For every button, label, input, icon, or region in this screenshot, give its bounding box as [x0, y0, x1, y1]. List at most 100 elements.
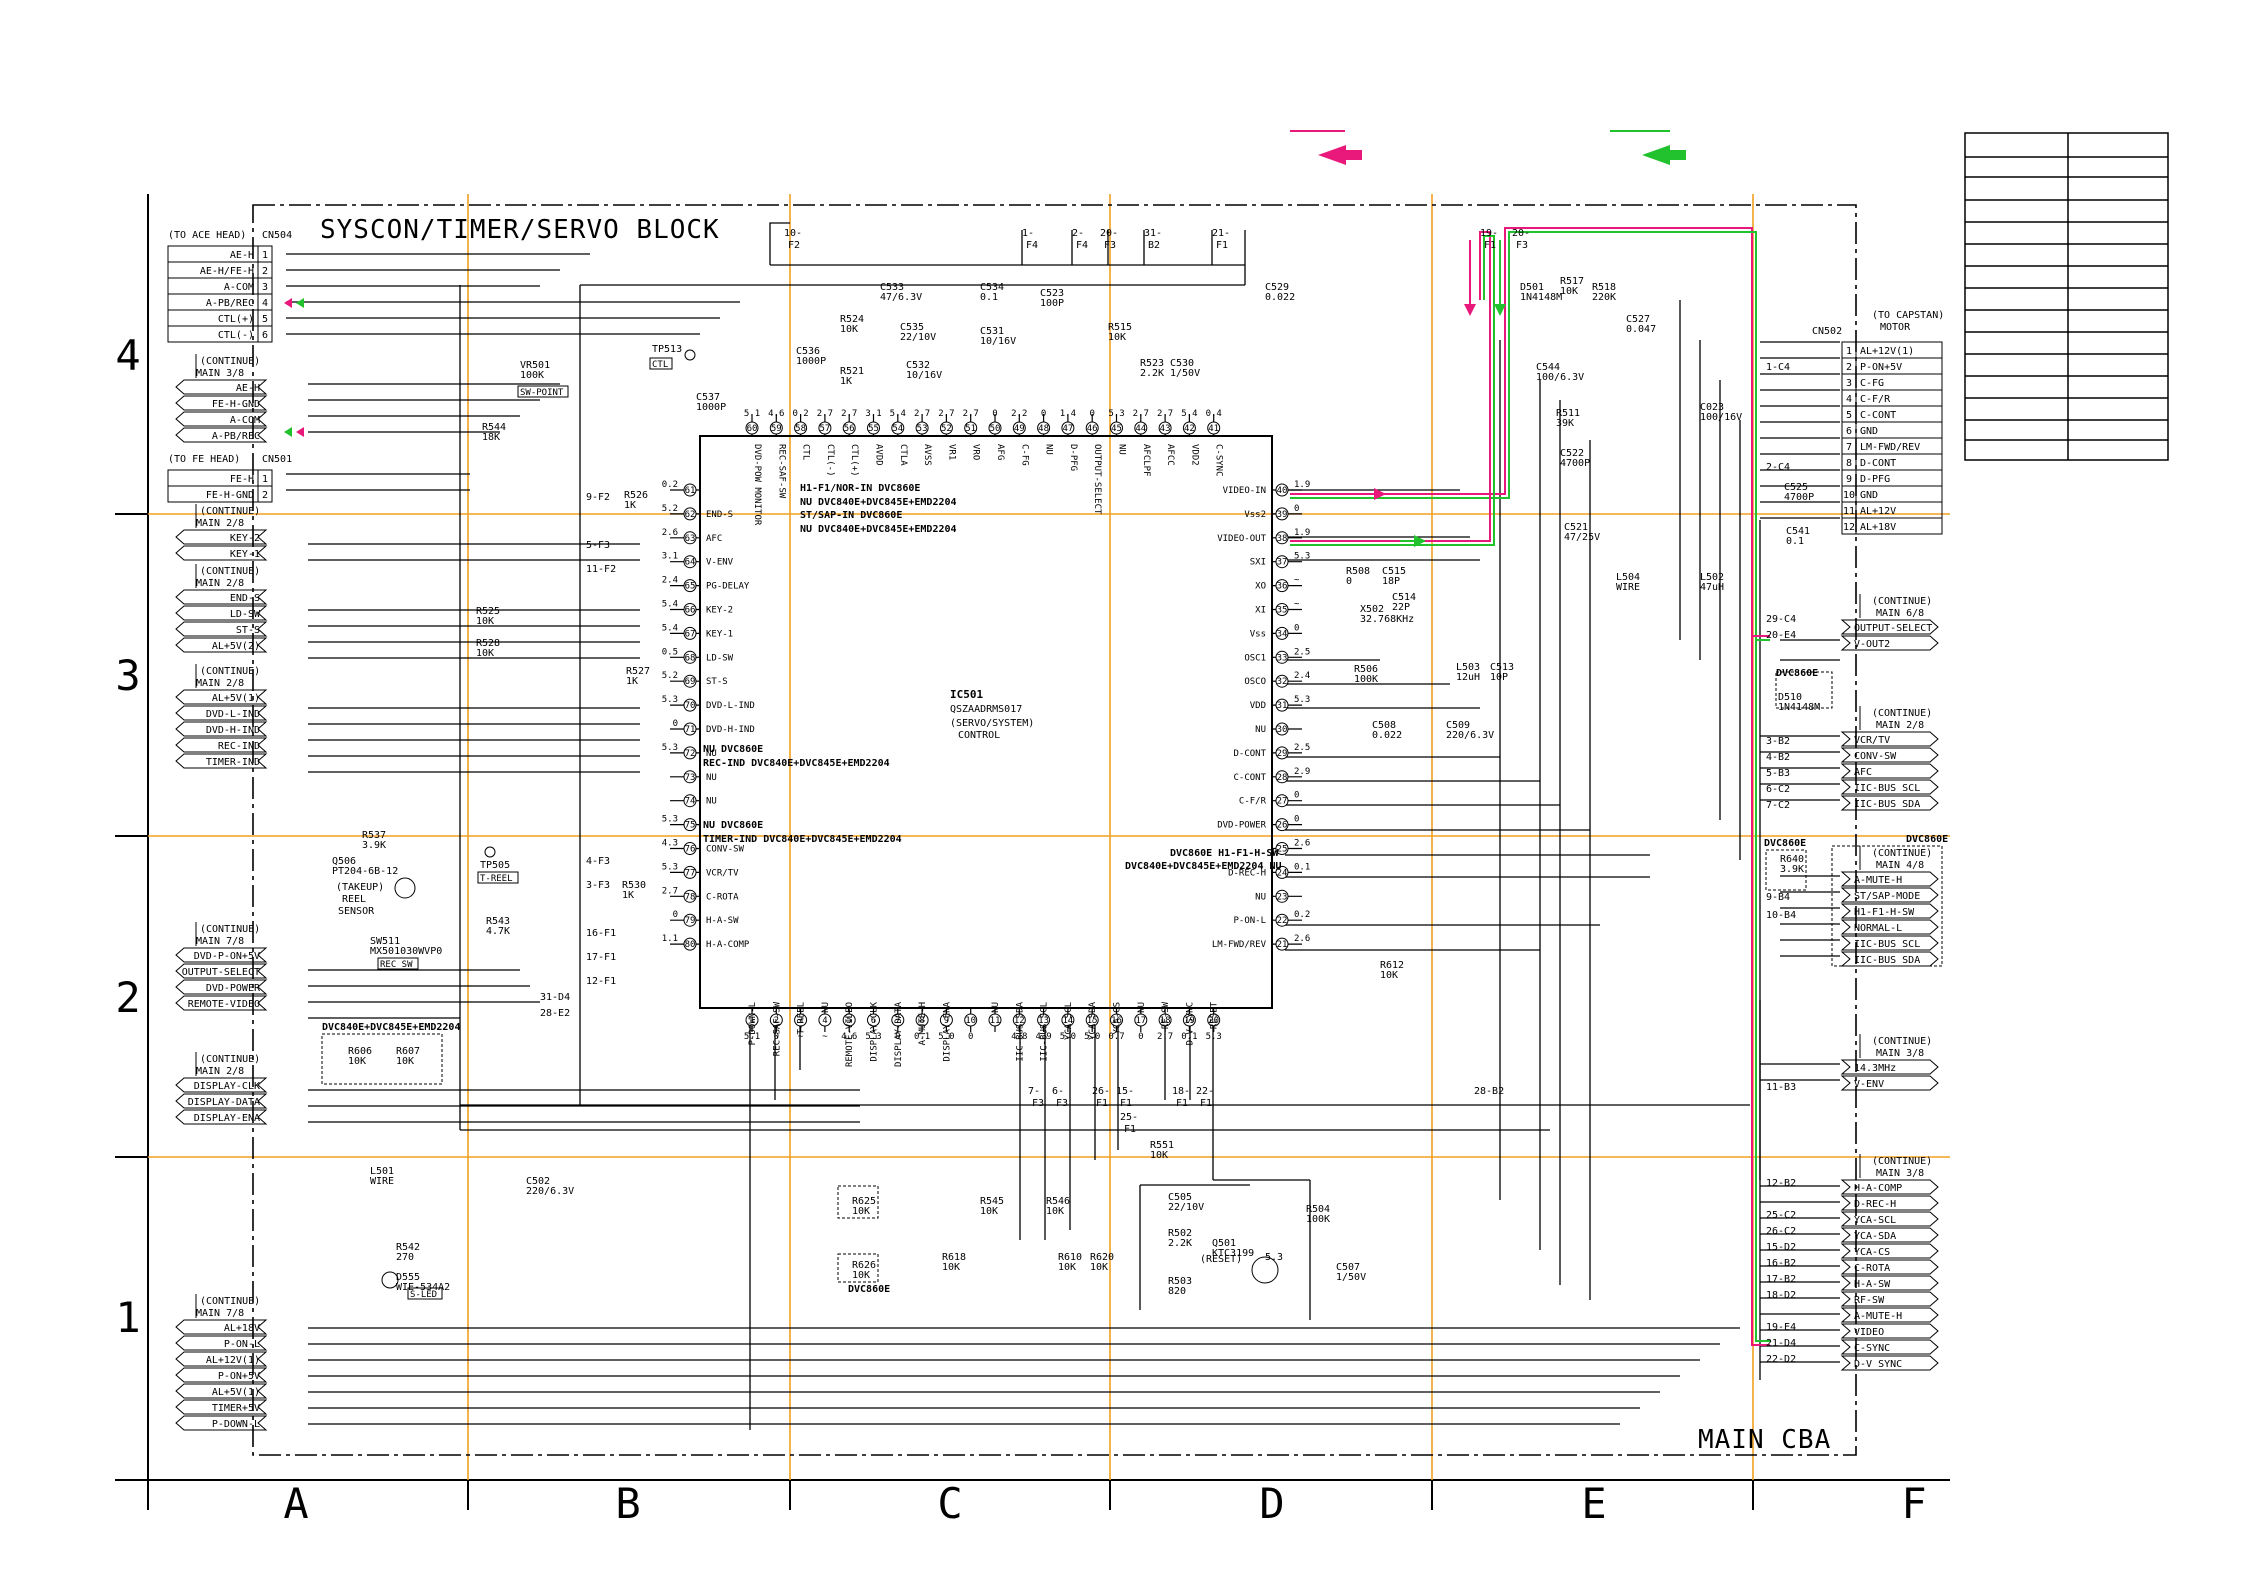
ic-top-pin-name: AFG [995, 444, 1005, 460]
ic-bottom-pin-voltage: 5.0 [1084, 1032, 1100, 1042]
component-value: KTC3199 [1212, 1248, 1254, 1259]
component-value: 10K [1380, 970, 1398, 981]
connector-ref: CN501 [262, 454, 292, 465]
connector-pin-num: 4 [1846, 394, 1852, 405]
ic-left-pin-name: V-ENV [706, 558, 734, 568]
ic-right-pin-voltage: 2.4 [1294, 671, 1310, 681]
ic-bottom-pin-name: A-MUTE-H [918, 1002, 928, 1045]
ic-top-pin-name: D-PFG [1068, 444, 1078, 471]
ic-right-pin-num: 35 [1277, 606, 1288, 616]
ic-right-pin-name: Vss [1250, 629, 1266, 639]
continue-sub: MAIN 7/8 [196, 936, 244, 947]
ic-bottom-pin-name: D-V SYNC [1185, 1002, 1195, 1045]
top-cross-ref: 10- [784, 228, 802, 239]
ic-right-pin-voltage: 0 [1294, 504, 1299, 514]
ic-right-pin-name: NU [1255, 725, 1266, 735]
left-signal-label: END-S [230, 593, 260, 604]
component-ref: R546 [1046, 1196, 1070, 1207]
connector-pin-name: CTL(+) [218, 314, 254, 325]
connector-pin-name: A-COM [224, 282, 254, 293]
ic-right-pin-name: SXI [1250, 558, 1266, 568]
bottom-cross-ref: 22- [1196, 1086, 1214, 1097]
reset-label: (RESET) [1200, 1254, 1242, 1265]
connector-pin-name: GND [1860, 426, 1878, 437]
ic-left-pin-num: 73 [685, 773, 696, 783]
left-signal-label: DISPLAY-ENA [194, 1113, 260, 1124]
component-ref: D555 [396, 1272, 420, 1283]
grid-col-a: A [283, 1479, 308, 1528]
ic-top-pin-name: NU [1044, 444, 1054, 455]
ic-left-pin-voltage: 5.3 [662, 695, 678, 705]
ic-bottom-pin-num: 3 [798, 1016, 803, 1026]
component-ref: R528 [476, 638, 500, 649]
ic-bottom-pin-voltage: 0 [895, 1032, 900, 1042]
top-cross-ref-grid: B2 [1148, 240, 1160, 251]
ic-right-pin-name: D-CONT [1233, 749, 1266, 759]
component-ref: C531 [980, 326, 1004, 337]
ic-option-note: NU DVC840E+DVC845E+EMD2204 [800, 497, 957, 508]
bottom-cross-ref-grid: F1 [1120, 1098, 1132, 1109]
component-value: 3.9K [1780, 864, 1804, 875]
ic-option-note: DVC840E+DVC845E+EMD2204 NU [1125, 861, 1282, 872]
component-ref: C525 [1784, 482, 1808, 493]
bottom-cross-ref-grid: F1 [1124, 1124, 1136, 1135]
component-ref: C505 [1168, 1192, 1192, 1203]
right-cross-ref: 21-D4 [1766, 1338, 1796, 1349]
left-signal-label: AL+5V(1) [212, 693, 260, 704]
component-ref: R517 [1560, 276, 1584, 287]
ic-bottom-pin-num: 12 [1014, 1016, 1025, 1026]
component-ref: VR501 [520, 360, 550, 371]
ic-top-pin-num: 46 [1087, 424, 1098, 434]
ic-left-pin-num: 68 [685, 653, 696, 663]
ic-left-pin-name: DVD-H-IND [706, 725, 755, 735]
top-cross-ref: 31- [1144, 228, 1162, 239]
ic-right-pin-name: DVD-POWER [1217, 821, 1266, 831]
continue-head: (CONTINUE) [200, 356, 260, 367]
component-value: 1/50V [1170, 368, 1200, 379]
dvc860e-tag-d510: DVC860E [1776, 668, 1818, 679]
ic-right-pin-num: 26 [1277, 821, 1288, 831]
left-signal-label: FE-H-GND [212, 399, 260, 410]
right-signal-label: NORMAL-L [1854, 923, 1902, 934]
component-value: 32.768KHz [1360, 614, 1414, 625]
right-cross-ref: 19-E4 [1766, 1322, 1796, 1333]
ic-left-pin-num: 64 [685, 558, 696, 568]
ic-left-pin-voltage: 1.1 [662, 934, 678, 944]
ic-right-pin-num: 28 [1277, 773, 1288, 783]
left-signal-label: TIMER+5V [212, 1403, 260, 1414]
ic-right-pin-num: 37 [1277, 558, 1288, 568]
ic-bottom-pin-num: 18 [1160, 1016, 1171, 1026]
wiring [286, 222, 1840, 1430]
continue-head: (CONTINUE) [1872, 1036, 1932, 1047]
right-signal-label: YCA-CS [1854, 1247, 1890, 1258]
component-value: 270 [396, 1252, 414, 1263]
continue-sub: MAIN 3/8 [1876, 1048, 1924, 1059]
left-signal-label: DISPLAY-DATA [188, 1097, 260, 1108]
component-value: 0 [1346, 576, 1352, 587]
ic-left-pin-voltage: 2.6 [662, 528, 678, 538]
component-ref: L504 [1616, 572, 1640, 583]
q501-voltage: 5.3 [1265, 1252, 1283, 1263]
ic-bottom-pin-name: DISPLAY-CLK [870, 1001, 880, 1061]
ic-left-pin-num: 80 [685, 940, 696, 950]
ic-bottom-pin-num: 15 [1087, 1016, 1098, 1026]
right-signal-label: CONV-SW [1854, 751, 1897, 762]
dvc-combo-note-left: DVC840E+DVC845E+EMD2204 [322, 1022, 460, 1033]
bottom-cross-ref-grid: F1 [1200, 1098, 1212, 1109]
component-value: 0.1 [980, 292, 998, 303]
ic-bottom-pin-voltage: 4.8 [1011, 1032, 1027, 1042]
component-ref: R502 [1168, 1228, 1192, 1239]
right-signal-label: IIC-BUS SDA [1854, 955, 1920, 966]
tp505-label: TP505 [480, 860, 510, 871]
left-signal-label: DVD-L-IND [206, 709, 260, 720]
connector-pin-num: 6 [1846, 426, 1852, 437]
cross-references: 10-F21-F42-F420-F331-B221-F119-F120-F39-… [540, 228, 1530, 1135]
ic-bottom-pin-voltage: 0.7 [1108, 1032, 1124, 1042]
ic-right-pin-num: 33 [1277, 653, 1288, 663]
top-cross-ref: 19- [1480, 228, 1498, 239]
component-ref: L501 [370, 1166, 394, 1177]
right-signal-label: H-A-SW [1854, 1279, 1891, 1290]
ic-top-pin-name: DVD-POW MONITOR [752, 444, 762, 526]
connector-pin-num: 1 [1846, 346, 1852, 357]
component-value: 10K [852, 1270, 870, 1281]
